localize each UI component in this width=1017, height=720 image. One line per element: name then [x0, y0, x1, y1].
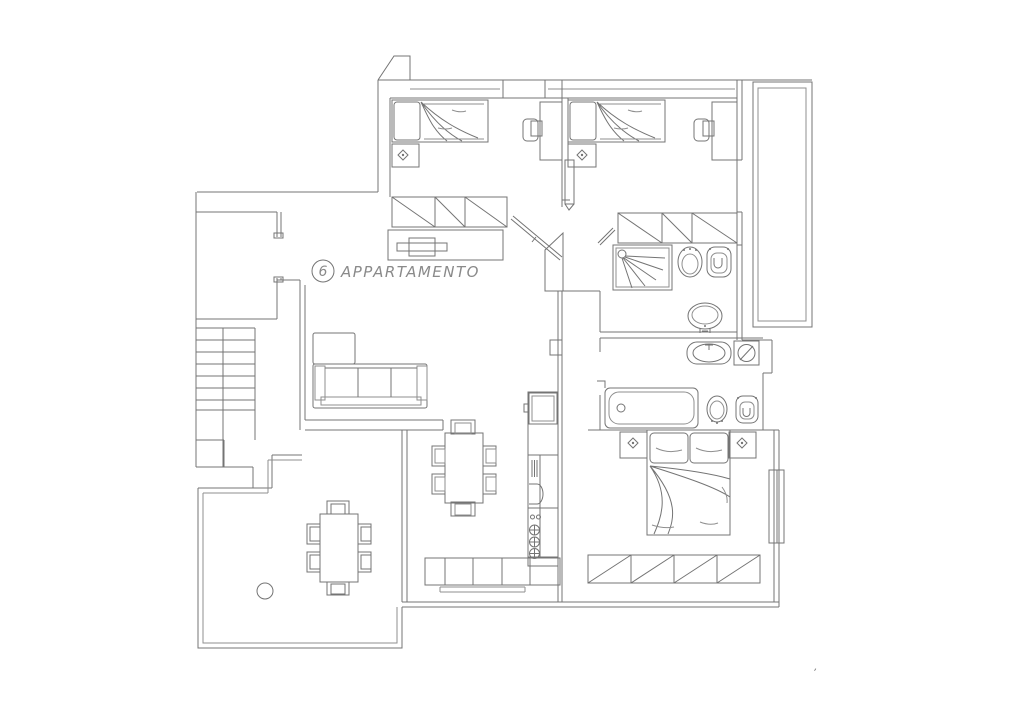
- bathroom-1: [597, 227, 732, 333]
- door-jamb: [549, 339, 563, 356]
- footnote-mark: ’: [811, 666, 817, 679]
- chair: [522, 118, 539, 142]
- bidet: [677, 246, 703, 278]
- nightstand: [619, 431, 648, 459]
- kitchen: [523, 391, 559, 567]
- balcony: [752, 81, 813, 328]
- dining-table: [431, 419, 497, 517]
- pillow: [393, 101, 421, 141]
- desk: [530, 101, 563, 161]
- kitchen-counter: [527, 391, 559, 567]
- nightstand: [391, 143, 420, 168]
- shower: [612, 244, 673, 291]
- lamp-icon: [576, 149, 588, 161]
- bedroom-2: [564, 99, 738, 244]
- living-room: [312, 332, 561, 586]
- single-bed: [567, 99, 666, 143]
- pillow: [569, 101, 597, 141]
- staircase: [196, 327, 256, 488]
- wardrobe-hatch: [587, 554, 761, 584]
- walls: [195, 55, 812, 608]
- bathroom-2: [597, 340, 760, 429]
- entrance-door-leaf: [510, 215, 563, 261]
- pillow: [689, 432, 729, 464]
- wardrobe-hatch: [617, 212, 738, 244]
- bidet: [706, 395, 728, 424]
- kitchen-sink: [529, 483, 544, 505]
- terrace: [197, 454, 403, 649]
- washing-machine: [733, 340, 760, 366]
- bathtub: [597, 380, 699, 429]
- door-leaf: [597, 227, 616, 246]
- cabinet-row: [424, 557, 561, 586]
- door-jamb: [273, 232, 284, 239]
- stove-burners: [529, 514, 541, 559]
- fridge: [523, 392, 558, 425]
- door-leaf: [564, 159, 575, 211]
- unit-number-circle: [311, 259, 335, 283]
- unit-name: APPARTAMENTO: [340, 263, 480, 281]
- lamp-icon: [627, 437, 639, 449]
- toilet: [706, 246, 732, 278]
- desk: [702, 101, 738, 161]
- counter-sink: [686, 341, 732, 365]
- bedroom-1: [391, 99, 563, 228]
- nightstand: [567, 143, 597, 168]
- nightstand: [728, 431, 757, 459]
- unit-label: 6 APPARTAMENTO: [311, 259, 480, 283]
- wardrobe-hatch: [391, 196, 508, 228]
- double-bed: [646, 429, 731, 536]
- hallway: [387, 215, 563, 261]
- terrace-table: [306, 500, 372, 596]
- chaise: [312, 332, 356, 365]
- lamp-icon: [397, 149, 409, 161]
- unit-number: 6: [319, 264, 328, 280]
- pedestal-sink: [687, 302, 723, 333]
- balcony-parapet: [752, 81, 813, 328]
- shower-head: [617, 249, 627, 259]
- toilet: [735, 395, 759, 424]
- master-bedroom: [587, 429, 761, 584]
- cutlery-drawer: [531, 460, 538, 477]
- sofa: [312, 332, 428, 409]
- plant-circle: [256, 582, 274, 600]
- single-bed: [391, 99, 489, 143]
- pillow: [649, 432, 689, 464]
- chair: [693, 118, 710, 142]
- lamp-icon: [736, 437, 748, 449]
- wall-pier: [502, 79, 546, 99]
- terrace-parapet: [197, 454, 403, 649]
- console-table: [387, 229, 504, 261]
